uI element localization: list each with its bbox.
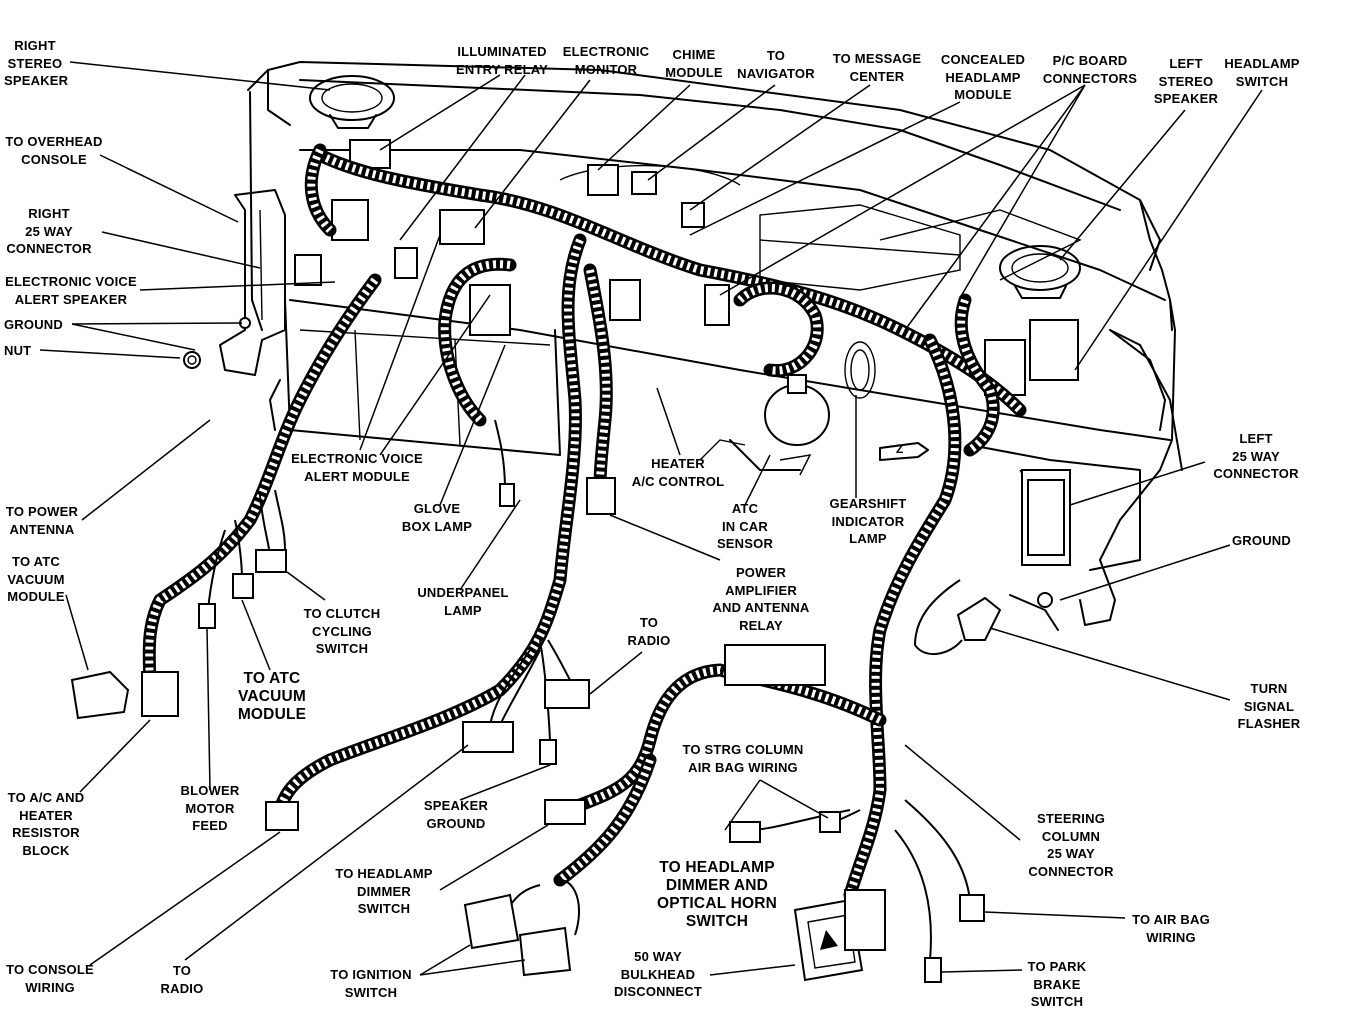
- label-ground-left: GROUND: [4, 317, 63, 332]
- label-turn-signal-flasher: TURN SIGNAL FLASHER: [1237, 681, 1301, 731]
- label-electronic-monitor: ELECTRONIC MONITOR: [562, 44, 650, 77]
- label-illuminated-entry-relay: ILLUMINATED ENTRY RELAY: [455, 44, 549, 77]
- label-to-strg-column-air-bag-wiring: TO STRG COLUMN AIR BAG WIRING: [682, 742, 804, 775]
- label-50-way-bulkhead-disconnect: 50 WAY BULKHEAD DISCONNECT: [614, 949, 702, 999]
- label-to-radio-mid: TO RADIO: [627, 615, 671, 648]
- label-steering-column-25-way-connector: STEERING COLUMN 25 WAY CONNECTOR: [1028, 811, 1114, 879]
- label-to-air-bag-wiring: TO AIR BAG WIRING: [1132, 912, 1210, 945]
- label-to-ignition-switch: TO IGNITION SWITCH: [330, 967, 412, 1000]
- label-to-console-wiring: TO CONSOLE WIRING: [6, 962, 94, 995]
- label-to-headlamp-dimmer-switch: TO HEADLAMP DIMMER SWITCH: [335, 866, 433, 916]
- label-to-atc-vacuum-module-mid: TO ATC VACUUM MODULE: [237, 670, 307, 723]
- label-electronic-voice-alert-speaker: ELECTRONIC VOICE ALERT SPEAKER: [5, 274, 137, 307]
- label-to-clutch-cycling-switch: TO CLUTCH CYCLING SWITCH: [303, 606, 381, 656]
- label-speaker-ground: SPEAKER GROUND: [423, 798, 489, 831]
- label-headlamp-switch: HEADLAMP SWITCH: [1224, 56, 1300, 89]
- label-atc-in-car-sensor: ATC IN CAR SENSOR: [716, 501, 774, 551]
- label-underpanel-lamp: UNDERPANEL LAMP: [417, 585, 509, 618]
- right-stereo-speaker-art: [309, 75, 395, 129]
- label-left-25-way-connector: LEFT 25 WAY CONNECTOR: [1213, 431, 1299, 481]
- label-to-atc-vacuum-module-left: TO ATC VACUUM MODULE: [7, 554, 65, 604]
- label-left-stereo-speaker: LEFT STEREO SPEAKER: [1153, 56, 1219, 106]
- label-right-25-way-connector: RIGHT 25 WAY CONNECTOR: [6, 206, 92, 256]
- label-gearshift-indicator-lamp: GEARSHIFT INDICATOR LAMP: [829, 496, 907, 546]
- label-z-marker: Z: [896, 442, 904, 456]
- label-to-park-brake-switch: TO PARK BRAKE SWITCH: [1027, 959, 1087, 1009]
- connectors: [70, 477, 985, 983]
- label-blower-motor-feed: BLOWER MOTOR FEED: [180, 783, 240, 833]
- label-heater-ac-control: HEATER A/C CONTROL: [631, 456, 725, 489]
- label-electronic-voice-alert-module: ELECTRONIC VOICE ALERT MODULE: [291, 451, 423, 484]
- label-power-amplifier-antenna-relay: POWER AMPLIFIER AND ANTENNA RELAY: [712, 565, 810, 633]
- label-pc-board-connectors: P/C BOARD CONNECTORS: [1042, 53, 1138, 86]
- module-boxes: [183, 139, 1079, 641]
- harness-trunks: [142, 143, 1027, 902]
- label-to-headlamp-dimmer-optical-horn-switch: TO HEADLAMP DIMMER AND OPTICAL HORN SWIT…: [656, 859, 778, 930]
- leader-lines: [39, 61, 1263, 976]
- left-stereo-speaker-art: [999, 245, 1081, 299]
- label-to-radio-bottom: TO RADIO: [160, 963, 204, 996]
- label-to-message-center: TO MESSAGE CENTER: [832, 51, 922, 84]
- label-right-stereo-speaker: RIGHT STEREO SPEAKER: [4, 38, 69, 88]
- label-to-power-antenna: TO POWER ANTENNA: [5, 504, 79, 537]
- label-to-overhead-console: TO OVERHEAD CONSOLE: [5, 134, 103, 167]
- label-ground-right: GROUND: [1232, 533, 1291, 548]
- label-concealed-headlamp-module: CONCEALED HEADLAMP MODULE: [940, 52, 1026, 102]
- label-nut: NUT: [4, 343, 32, 358]
- label-to-ac-heater-resistor-block: TO A/C AND HEATER RESISTOR BLOCK: [7, 790, 85, 858]
- label-glove-box-lamp: GLOVE BOX LAMP: [401, 501, 473, 534]
- label-to-navigator: TO NAVIGATOR: [737, 48, 815, 81]
- label-chime-module: CHIME MODULE: [665, 47, 723, 80]
